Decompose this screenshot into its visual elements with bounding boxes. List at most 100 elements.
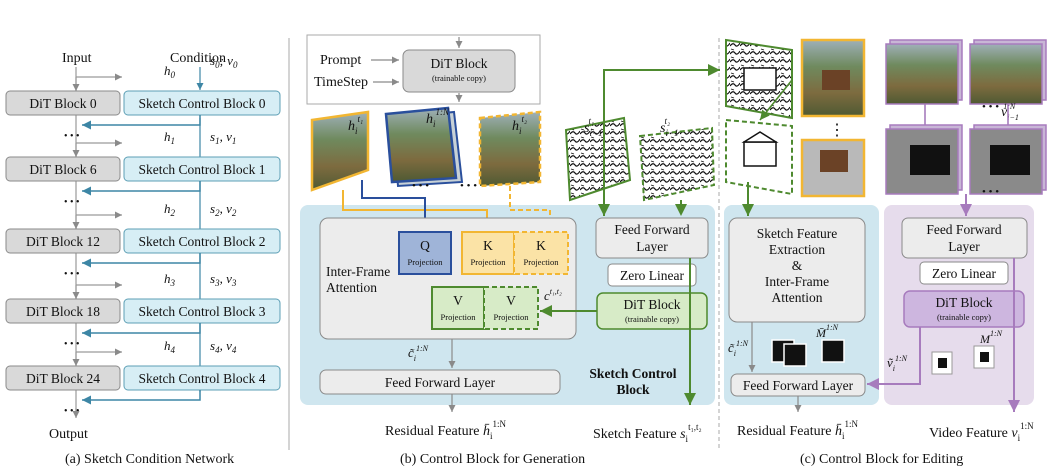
- inter-frame-text-1: Inter-Frame: [326, 264, 390, 279]
- v-text-2: V: [506, 293, 516, 308]
- dit-block-3: [5, 298, 121, 324]
- v-prev-label: vi−11:N: [1001, 102, 1019, 122]
- v-proj-text-2: Projection: [494, 312, 530, 322]
- ffl-c2-block: [901, 217, 1028, 259]
- sv-label-2: s2, v2: [210, 201, 237, 218]
- dots-1: • • •: [64, 197, 80, 208]
- output-label: Output: [49, 427, 88, 442]
- sketch-control-label-4: Sketch Control Block 4: [138, 371, 265, 386]
- q-proj-text: Projection: [408, 257, 444, 267]
- h-frame-t1: [310, 110, 370, 192]
- dit-purple-trainable: (trainable copy): [937, 312, 991, 322]
- dit-block-label-4: DiT Block 24: [26, 371, 100, 386]
- sv-label-4: s4, v4: [210, 338, 237, 355]
- dit-block-label-2: DiT Block 12: [26, 234, 100, 249]
- k-text-2: K: [536, 238, 546, 253]
- h-frame-t2: [478, 110, 542, 188]
- dit-block-label-0: DiT Block 0: [29, 96, 96, 111]
- h-frame-all: [384, 106, 464, 188]
- ellipsis-c1: • • •: [982, 101, 999, 113]
- sketch-control-label-3: Sketch Control Block 3: [138, 304, 265, 319]
- sketch-control-block-2: [123, 228, 281, 254]
- ellipsis-c2: • • •: [982, 186, 999, 198]
- q-text: Q: [420, 238, 430, 253]
- q-projection: [398, 231, 452, 275]
- vdots: ⋮: [829, 122, 845, 139]
- v-text-1: V: [453, 293, 463, 308]
- h-t1-label: hit₁: [348, 114, 363, 136]
- legend-dit-text: DiT Block: [430, 56, 487, 71]
- c-tilde-c-label: c̃i1:N: [728, 339, 749, 358]
- residual-c-label: Residual Feature h̄i1:N: [737, 419, 859, 441]
- dit-block-label-1: DiT Block 6: [29, 162, 96, 177]
- caption-c: (c) Control Block for Editing: [800, 452, 963, 467]
- zero-linear-c-text: Zero Linear: [932, 266, 997, 281]
- zero-linear-c-block: [919, 261, 1009, 285]
- input-label: Input: [62, 51, 92, 66]
- c-t1t2-label: ct₁,t₂: [544, 287, 562, 303]
- h-label-0: h0: [164, 63, 176, 80]
- sketch-control-label-0: Sketch Control Block 0: [138, 96, 265, 111]
- mask-bar-icon: [771, 339, 845, 367]
- ffl-c-text: Feed Forward Layer: [743, 378, 854, 393]
- panel-b: Prompt TimeStep DiT Block (trainable cop…: [300, 34, 720, 467]
- sketch-control-label-1: Sketch Control Block 1: [138, 162, 265, 177]
- ellipsis-1: • • •: [412, 180, 429, 192]
- panel-a: Input Condition DiT Block 0 Sketch Contro…: [5, 51, 281, 467]
- dots-0: • • •: [64, 131, 80, 142]
- v-projection-1: [431, 286, 485, 330]
- timestep-label: TimeStep: [314, 75, 368, 90]
- inter-frame-text-2: Attention: [326, 280, 377, 295]
- k-proj-text-1: Projection: [471, 257, 507, 267]
- s-t2-label: si−1t₂: [660, 116, 679, 138]
- m-bar-label: M̄1:N: [815, 323, 839, 340]
- sv-label-1: s1, v1: [210, 129, 236, 146]
- k-text-1: K: [483, 238, 493, 253]
- dit-block-label-3: DiT Block 18: [26, 304, 100, 319]
- ffl-c2-text-1: Feed Forward: [926, 222, 1002, 237]
- dit-block-2: [5, 228, 121, 254]
- h-t2-label: hit₂: [512, 114, 527, 136]
- legend-dit-block: [402, 49, 516, 93]
- ffl-bottom-text: Feed Forward Layer: [385, 375, 496, 390]
- sfe-text-5: Attention: [772, 290, 823, 305]
- h-label-2: h2: [164, 201, 176, 218]
- sketch-control-block-3: [123, 298, 281, 324]
- dit-green-text: DiT Block: [623, 297, 680, 312]
- mask-icon: [931, 345, 995, 375]
- legend-trainable-text: (trainable copy): [432, 73, 486, 83]
- c-tilde-label: c̃i1:N: [408, 344, 429, 363]
- dit-block-4: [5, 365, 121, 391]
- dit-purple-text: DiT Block: [935, 295, 992, 310]
- k-projection-2: [513, 231, 569, 275]
- dots-4: • • •: [64, 406, 80, 417]
- sfe-text-3: &: [792, 258, 803, 273]
- dit-green-trainable: (trainable copy): [625, 314, 679, 324]
- k-proj-text-2: Projection: [524, 257, 560, 267]
- dit-block-purple: [903, 290, 1025, 328]
- scb-title-1: Sketch Control: [589, 366, 676, 381]
- sketch-control-block-1: [123, 156, 281, 182]
- ellipsis-2: • • •: [460, 180, 477, 192]
- k-projection-1: [461, 231, 515, 275]
- h-label-3: h3: [164, 271, 176, 288]
- sfe-text-1: Sketch Feature: [757, 226, 838, 241]
- h-label-1: h1: [164, 129, 175, 146]
- v-tilde-label: ṽi1:N: [887, 354, 908, 373]
- ffl-c2-text-2: Layer: [948, 239, 980, 254]
- zero-linear-block: [607, 263, 697, 287]
- caption-a: (a) Sketch Condition Network: [65, 452, 234, 467]
- m-label: M1:N: [979, 329, 1003, 346]
- sketch-feature-label: Sketch Feature sit₁,t₂: [593, 422, 702, 444]
- s-t1-label: si−1t₁: [584, 116, 603, 138]
- sketch-control-label-2: Sketch Control Block 2: [138, 234, 265, 249]
- dit-block-1: [5, 156, 121, 182]
- feed-forward-layer-block: [595, 217, 709, 259]
- sfe-text-2: Extraction: [769, 242, 825, 257]
- condition-label: Condition: [170, 51, 226, 66]
- sv-label-0: s0; v0: [210, 53, 238, 70]
- sketch-control-block-0: [123, 90, 281, 116]
- video-feature-label: Video Feature vi1:N: [929, 421, 1034, 443]
